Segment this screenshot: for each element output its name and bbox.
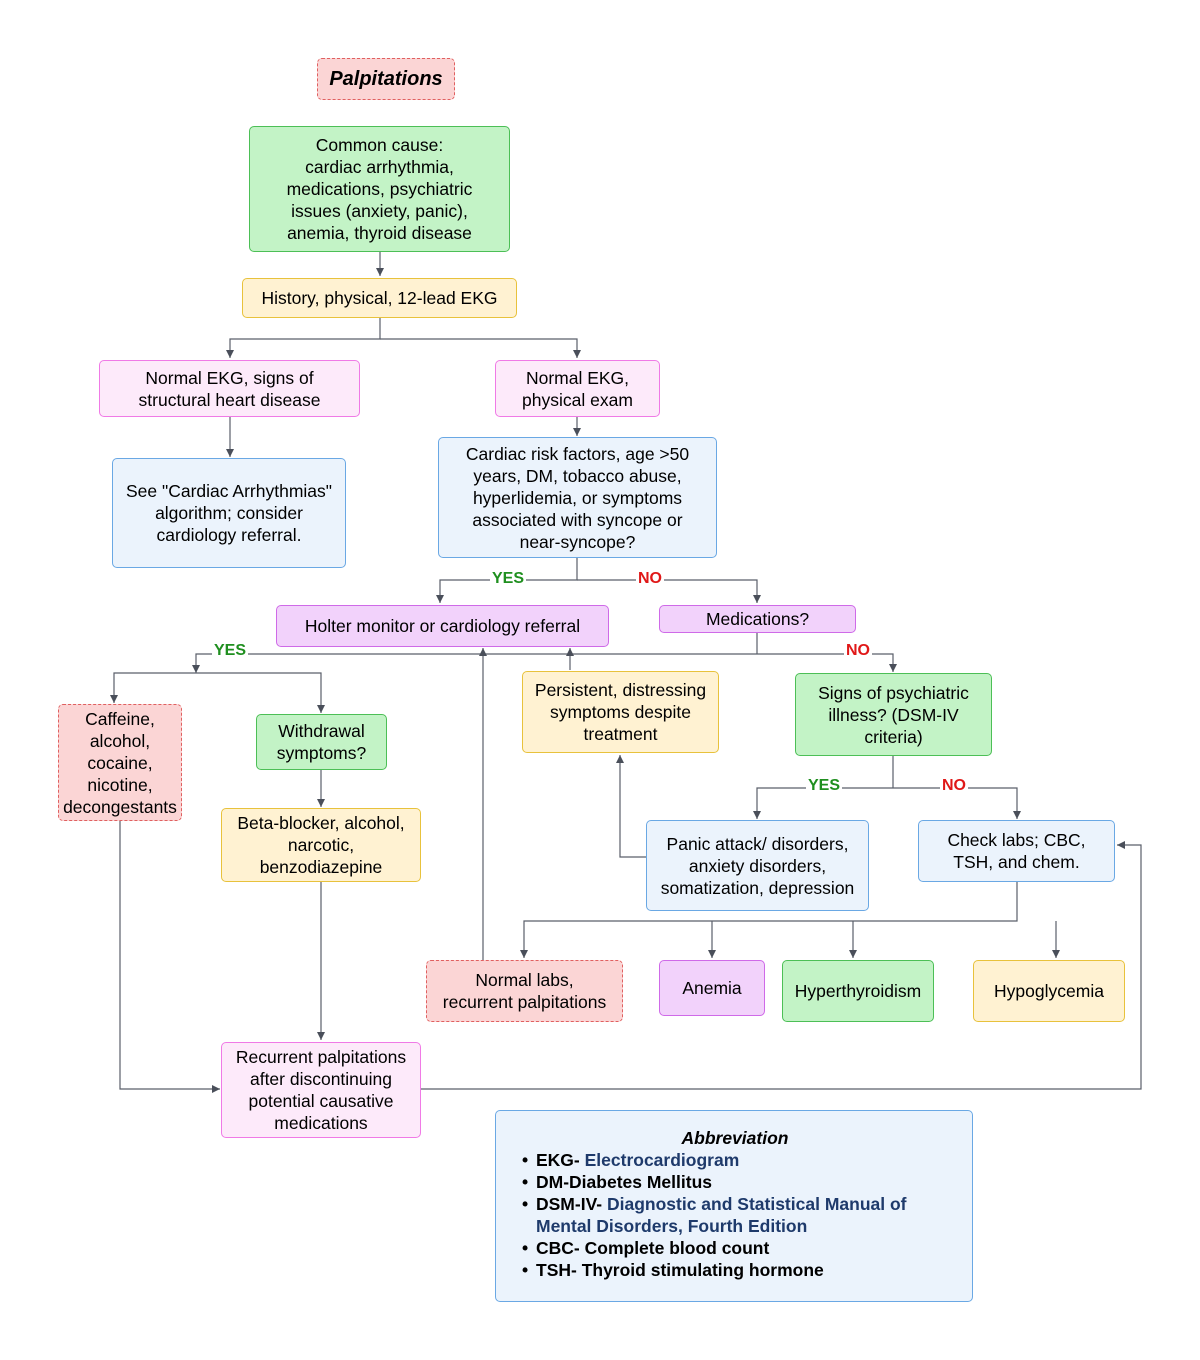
abbreviation-term: DM- xyxy=(536,1172,570,1192)
abbreviation-term: DSM-IV- xyxy=(536,1194,603,1214)
edge-history-to-exam xyxy=(380,338,581,358)
hyperthyroidism-node: Hyperthyroidism xyxy=(782,960,934,1022)
abbreviation-definition: Complete blood count xyxy=(579,1238,770,1258)
normal-labs-node: Normal labs, recurrent palpitations xyxy=(426,960,623,1022)
title-palpitations: Palpitations xyxy=(317,58,455,100)
medications-yes-label: YES xyxy=(212,642,249,660)
abbreviation-term: TSH- xyxy=(536,1260,577,1280)
anemia-node: Anemia xyxy=(659,960,765,1016)
psychiatric-no-label: NO xyxy=(940,777,968,795)
edge-yes-to-withdrawal xyxy=(196,672,325,713)
abbreviation-item: TSH- Thyroid stimulating hormone xyxy=(522,1259,960,1281)
history-physical-node: History, physical, 12-lead EKG xyxy=(242,278,517,318)
abbreviation-term: EKG- xyxy=(536,1150,580,1170)
hypoglycemia-node: Hypoglycemia xyxy=(973,960,1125,1022)
abbreviation-definition: Electrocardiogram xyxy=(579,1150,740,1170)
holter-monitor-node: Holter monitor or cardiology referral xyxy=(276,605,609,647)
edge-yes-to-caffeine xyxy=(110,672,196,703)
common-cause-node: Common cause: cardiac arrhythmia, medica… xyxy=(249,126,510,252)
risk-yes-label: YES xyxy=(490,570,527,588)
edge-recurrent-to-labs xyxy=(420,841,1142,1090)
normal-ekg-exam-node: Normal EKG, physical exam xyxy=(495,360,660,417)
recurrent-palpitations-node: Recurrent palpitations after discontinui… xyxy=(221,1042,421,1138)
check-labs-node: Check labs; CBC, TSH, and chem. xyxy=(918,820,1115,882)
abbreviation-heading: Abbreviation xyxy=(681,1128,789,1148)
psychiatric-illness-node: Signs of psychiatric illness? (DSM-IV cr… xyxy=(795,673,992,756)
risk-no-label: NO xyxy=(636,570,664,588)
edge-panic-to-persistent xyxy=(616,755,646,858)
abbreviation-definition: Diagnostic and Statistical Manual of Men… xyxy=(536,1194,907,1236)
edge-history-to-structural xyxy=(226,318,381,358)
edge-medications-no xyxy=(757,653,897,672)
psychiatric-yes-label: YES xyxy=(806,777,843,795)
medications-node: Medications? xyxy=(659,605,856,633)
edge-labs-split xyxy=(520,882,1018,958)
abbreviation-item: EKG- Electrocardiogram xyxy=(522,1149,960,1171)
abbreviation-term: CBC- xyxy=(536,1238,580,1258)
cardiac-arrhythmias-node: See "Cardiac Arrhythmias" algorithm; con… xyxy=(112,458,346,568)
edge-caffeine-to-recurrent xyxy=(119,820,220,1093)
abbreviation-definition: Thyroid stimulating hormone xyxy=(576,1260,824,1280)
abbreviation-definition: Diabetes Mellitus xyxy=(569,1172,713,1192)
abbreviation-item: DM-Diabetes Mellitus xyxy=(522,1171,960,1193)
abbreviation-item: DSM-IV- Diagnostic and Statistical Manua… xyxy=(522,1193,960,1237)
risk-factors-node: Cardiac risk factors, age >50 years, DM,… xyxy=(438,437,717,558)
medications-no-label: NO xyxy=(844,642,872,660)
normal-ekg-structural-node: Normal EKG, signs of structural heart di… xyxy=(99,360,360,417)
persistent-symptoms-node: Persistent, distressing symptoms despite… xyxy=(522,671,719,753)
edge-psych-yes xyxy=(753,787,893,819)
beta-blocker-node: Beta-blocker, alcohol, narcotic, benzodi… xyxy=(221,808,421,882)
abbreviation-item: CBC- Complete blood count xyxy=(522,1237,960,1259)
abbreviation-box: Abbreviation EKG- Electrocardiogram DM-D… xyxy=(495,1110,973,1302)
abbreviation-list: EKG- Electrocardiogram DM-Diabetes Melli… xyxy=(510,1149,960,1281)
caffeine-node: Caffeine, alcohol, cocaine, nicotine, de… xyxy=(58,704,182,821)
edge-risk-to-medications xyxy=(577,579,761,603)
withdrawal-node: Withdrawal symptoms? xyxy=(256,714,387,770)
edge-psych-no xyxy=(893,787,1021,819)
panic-attack-node: Panic attack/ disorders, anxiety disorde… xyxy=(646,820,869,911)
